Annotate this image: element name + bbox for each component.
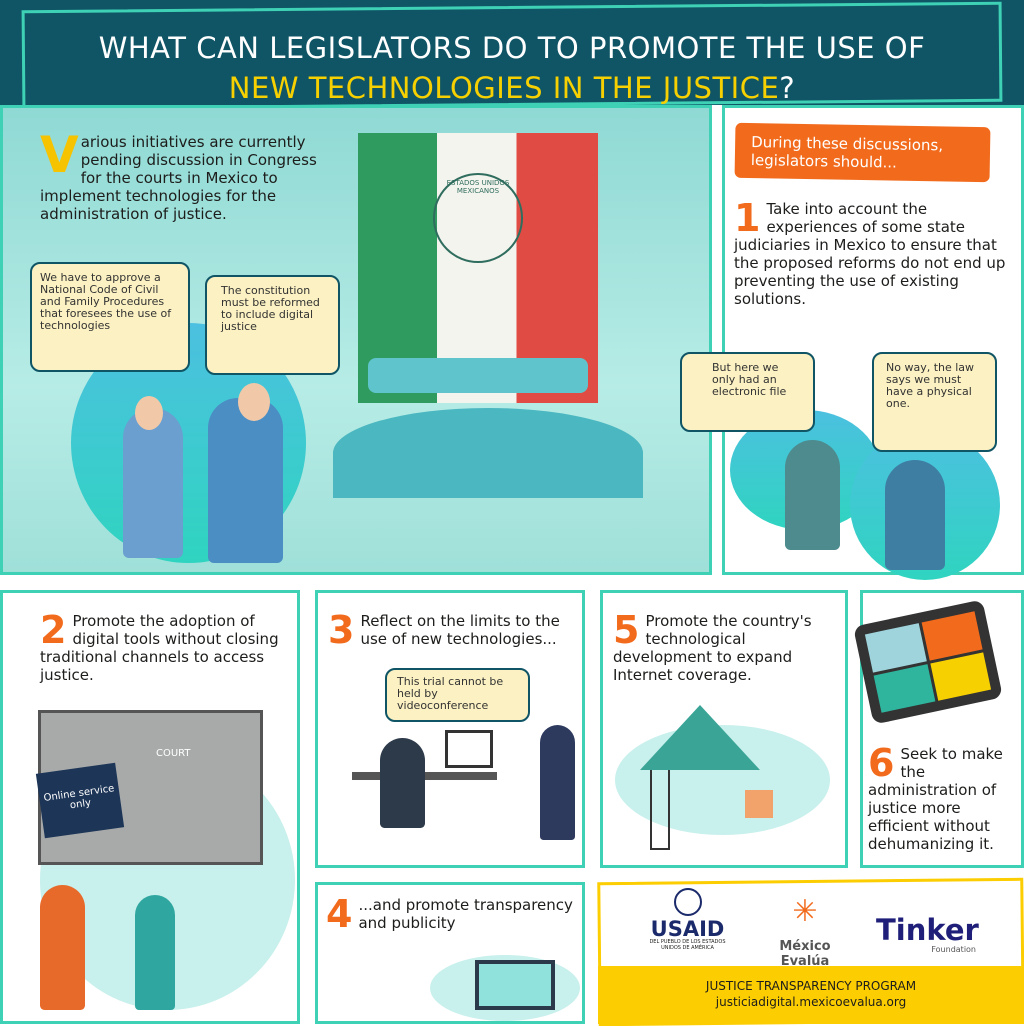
title-end: ? — [779, 71, 796, 105]
point-text: Promote the adoption of digital tools wi… — [40, 612, 279, 684]
speech-bubble-man: The constitution must be reformed to inc… — [205, 275, 340, 375]
standing-man — [540, 725, 575, 840]
video-tile — [929, 651, 992, 701]
flag-seal: ESTADOS UNIDOS MEXICANOS — [433, 173, 523, 263]
court-label: COURT — [156, 748, 191, 759]
man-head — [238, 383, 270, 421]
computer-monitor — [445, 730, 493, 768]
usaid-tagline: DEL PUEBLO DE LOS ESTADOS UNIDOS DE AMÉR… — [649, 939, 726, 951]
house — [745, 790, 773, 818]
page-title: WHAT CAN LEGISLATORS DO TO PROMOTE THE U… — [20, 28, 1004, 108]
header-band — [0, 0, 1024, 105]
point-number: 4 — [326, 892, 353, 936]
person-teal — [135, 895, 175, 1010]
footer-program: JUSTICE TRANSPARENCY PROGRAM justiciadig… — [598, 966, 1024, 1024]
point-number: 5 — [613, 608, 640, 652]
speech-bubble-woman: We have to approve a National Code of Ci… — [30, 262, 190, 372]
congress-scene: ESTADOS UNIDOS MEXICANOS — [0, 105, 712, 575]
video-tile — [873, 663, 935, 713]
program-url[interactable]: justiciadigital.mexicoevalua.org — [715, 995, 907, 1009]
screen-illustration — [475, 960, 555, 1010]
usaid-logo: USAID DEL PUEBLO DE LOS ESTADOS UNIDOS D… — [645, 888, 730, 951]
point-number: 3 — [328, 608, 355, 652]
point-text: Take into account the experiences of som… — [734, 200, 1006, 308]
woman-with-folder — [885, 460, 945, 570]
tinker-wordmark: Tinker — [876, 913, 979, 947]
speech-bubble-folder-woman: No way, the law says we must have a phys… — [872, 352, 997, 452]
mexico-evalua-logo: ✳ México Evalúa — [755, 894, 855, 970]
podium — [368, 358, 588, 393]
program-name: JUSTICE TRANSPARENCY PROGRAM — [705, 979, 917, 993]
discussion-banner: During these discussions, legislators sh… — [734, 122, 991, 183]
usaid-seal-icon — [673, 888, 702, 916]
woman-legislator — [123, 408, 183, 558]
woman-head — [135, 396, 163, 430]
man-with-tablet — [785, 440, 840, 550]
antenna-tower — [650, 770, 670, 850]
online-service-sign: Online service only — [35, 762, 125, 839]
point-number: 2 — [40, 608, 67, 652]
point-number: 6 — [868, 741, 895, 785]
tinker-subtitle: Foundation — [931, 945, 976, 954]
point-text: Seek to make the administration of justi… — [868, 745, 1003, 853]
star-icon: ✳ — [792, 894, 818, 929]
point-number: 1 — [734, 196, 761, 240]
tinker-logo: Tinker Foundation — [876, 915, 986, 954]
mexico-evalua-wordmark: México Evalúa — [779, 939, 831, 969]
speech-bubble-tablet-man: But here we only had an electronic file — [680, 352, 815, 432]
title-highlight: NEW TECHNOLOGIES IN THE JUSTICE — [228, 71, 780, 105]
title-line-1: WHAT CAN LEGISLATORS DO TO PROMOTE THE U… — [98, 31, 926, 65]
point-text: Reflect on the limits to the use of new … — [360, 612, 560, 648]
person-orange — [40, 885, 85, 1010]
chamber-tiers — [333, 408, 643, 498]
seated-man — [380, 738, 425, 828]
dropcap: V — [40, 126, 79, 184]
point-4: 4...and promote transparency and publici… — [326, 892, 576, 936]
mountain — [640, 705, 760, 770]
intro-body: arious initiatives are currently pending… — [40, 133, 317, 223]
speech-bubble-judge: This trial cannot be held by videoconfer… — [385, 668, 530, 722]
man-legislator — [208, 398, 283, 563]
point-text: ...and promote transparency and publicit… — [358, 896, 573, 932]
usaid-wordmark: USAID — [650, 917, 725, 941]
point-text: Promote the country's technological deve… — [613, 612, 812, 684]
